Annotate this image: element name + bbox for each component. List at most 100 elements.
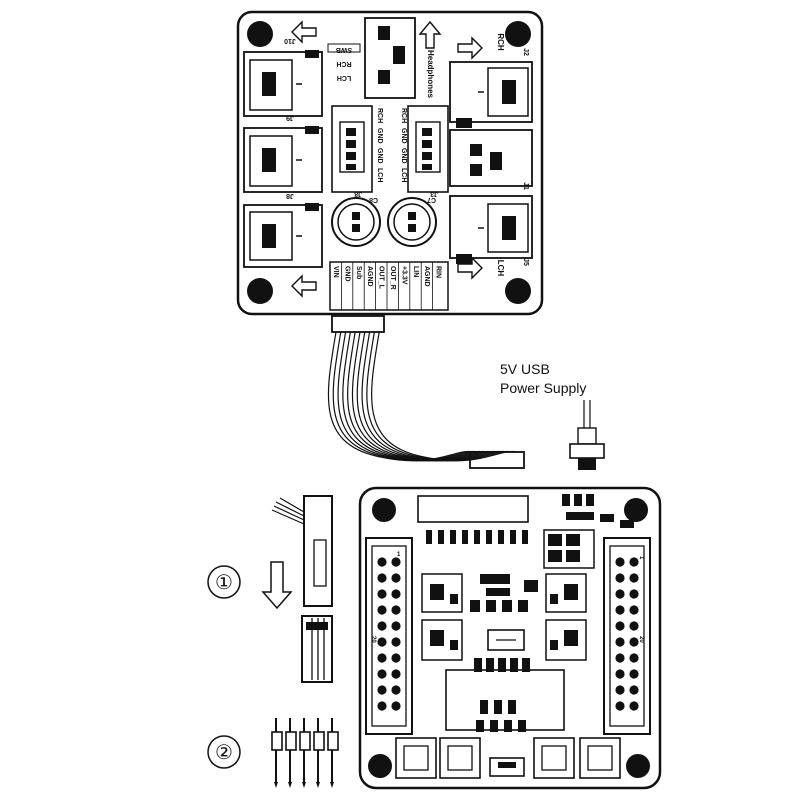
power-supply-label-line1: 5V USB [500,361,550,377]
header-pin-label: AGND [423,266,430,287]
svg-text:LCH: LCH [400,168,407,182]
header-pin-hole [391,621,401,631]
ribbon-wire [366,331,513,462]
header-pin-hole [377,685,387,695]
header-pin-hole [391,573,401,583]
svg-text:GND: GND [400,148,407,164]
jack-label: J2 [522,48,529,56]
header-pin-label: GND [343,266,350,282]
header-pin-hole [391,557,401,567]
push-button [533,737,575,779]
header-pin-label: Sub [355,266,362,279]
lch-label: LCH [496,260,505,277]
jack-j1 [449,129,533,187]
switch-label-block: SWB RCH LCH [327,43,361,81]
arrow-up-icon [418,20,442,49]
header-pin-hole [629,605,639,615]
cap-label: C8 [369,196,378,203]
usb-cable: 5V USB Power Supply [500,361,605,470]
header-pin-hole [615,573,625,583]
connector-label: J3 [430,190,438,197]
svg-text:20: 20 [638,636,644,643]
header-pin-label: OUT_L [378,266,385,290]
header-pin-hole [377,637,387,647]
mounting-hole-icon [247,278,273,304]
transistor-tl [421,573,463,613]
pin-header-socket [301,615,333,683]
header-pin-hole [391,685,401,695]
power-components [543,529,595,569]
header-pin-hole [377,589,387,599]
rch-label: RCH [496,33,505,51]
svg-text:1: 1 [638,556,644,560]
transistor-bl [421,619,463,661]
svg-text:RCH: RCH [400,108,407,123]
svg-text:SWB: SWB [336,46,352,53]
header-pin-body [271,731,283,751]
mounting-hole-icon [624,498,648,522]
ribbon-wire [361,331,508,462]
connector-j8-pin-labels: RCH GND GND LCH [376,108,383,182]
usb-plug-icon [569,443,605,459]
mounting-hole-icon [505,21,531,47]
headphone-board: SWB RCH LCH Headphones RCH LCH J10 J9 J8… [236,10,544,316]
header-pin-tip [302,782,306,788]
header-pin-body [285,731,297,751]
headphone-socket [364,17,416,99]
arrow-down-icon [261,561,293,610]
ribbon-wire [351,331,499,462]
header-pin-tip [288,782,292,788]
header-pin-hole [615,653,625,663]
step-2-marker: ② [215,740,233,764]
ribbon-wire [347,331,494,462]
header-pin-hole [377,557,387,567]
header-pin-hole [629,589,639,599]
header-pin-tip [330,782,334,788]
ribbon-wire [342,331,489,462]
mounting-hole-icon [368,754,392,778]
header-pin-hole [391,701,401,711]
svg-text:LCH: LCH [376,168,383,182]
push-button [439,737,481,779]
header-pin-hole [615,589,625,599]
connector-j3 [407,105,449,193]
header-pin-hole [377,669,387,679]
header-pin-body [313,731,325,751]
capacitor-c7 [387,197,437,247]
jack-label: J9 [286,114,294,121]
header-pin-hole [615,685,625,695]
header-pin-body [327,731,339,751]
svg-text:GND: GND [400,128,407,144]
header-pin-hole [629,669,639,679]
connector-j3-pin-labels: RCH GND GND LCH [400,108,407,182]
ribbon-connector-plug [271,495,333,607]
jack-label: J8 [286,192,294,199]
ribbon-wire [332,331,479,462]
header-pin-tip [274,782,278,788]
header-pin-hole [629,637,639,647]
header-pin-hole [391,637,401,647]
right-20pin-header: 1 20 [603,537,651,735]
header-pin-tip [316,782,320,788]
main-board: 1 20 1 20 [358,486,662,790]
header-pin-block [329,261,449,311]
ribbon-wire [327,331,475,462]
headphones-label: Headphones [426,50,435,99]
jack-j9 [243,126,323,193]
header-pin-hole [377,653,387,663]
mounting-hole-icon [626,754,650,778]
header-pin-label: AGND [366,266,373,287]
header-pin-hole [615,557,625,567]
jack-j5 [449,195,533,264]
transistor-tr [545,573,587,613]
header-pin-label: VIN [332,266,339,278]
transistor-br [545,619,587,661]
capacitor-c8 [331,197,381,247]
header-pin-hole [615,637,625,647]
header-pin-hole [377,701,387,711]
header-pin-hole [615,621,625,631]
connector-label: J8 [354,190,362,197]
header-pin-hole [377,621,387,631]
svg-text:1: 1 [397,552,401,558]
